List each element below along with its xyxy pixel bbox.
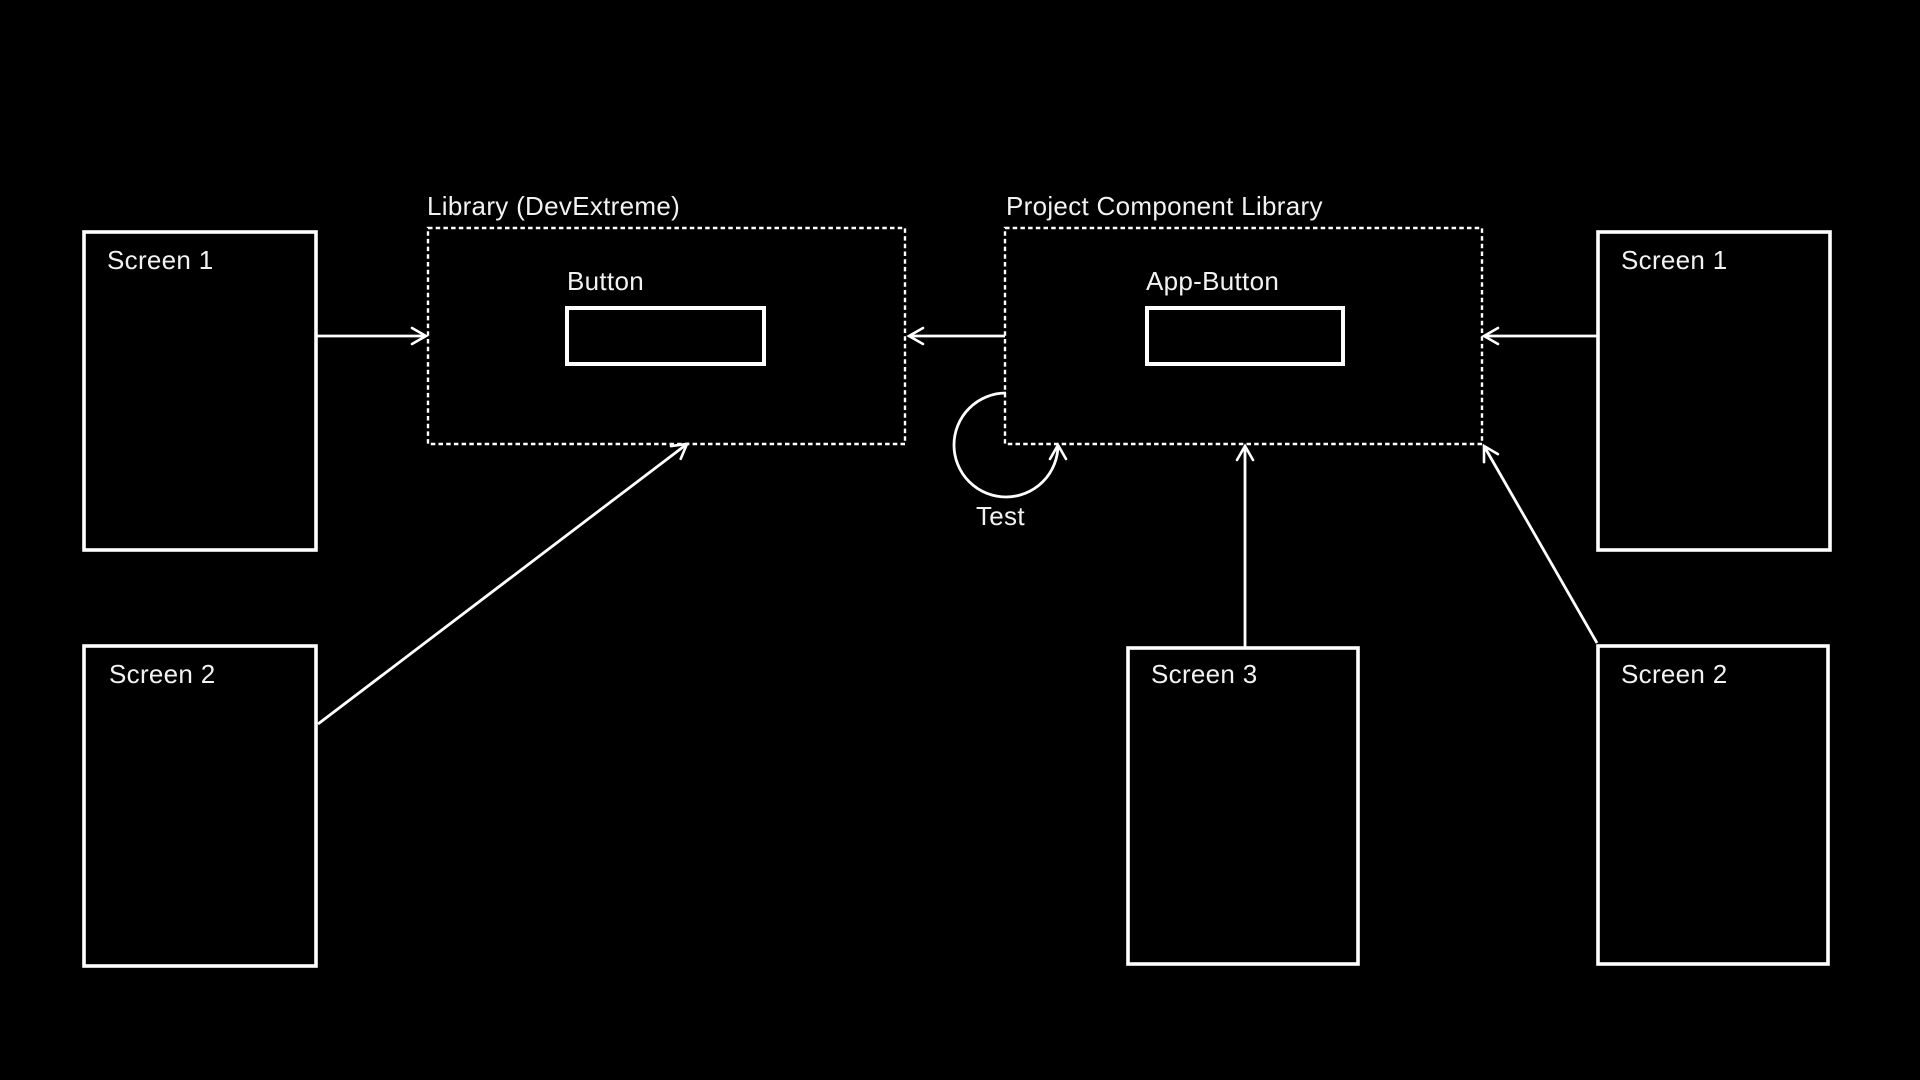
screen-3-box (1126, 646, 1360, 966)
test-loop-label: Test (976, 501, 1025, 531)
arrow-left-screen2-to-library (317, 442, 690, 726)
app-button-component-label: App-Button (1146, 266, 1280, 296)
button-component-rect (565, 306, 766, 366)
app-button-component-rect (1145, 306, 1345, 366)
left-screen-1-box (82, 230, 318, 552)
right-screen-1-label: Screen 1 (1621, 245, 1728, 275)
left-screen-1-label: Screen 1 (107, 245, 214, 275)
button-component-label: Button (567, 266, 644, 296)
right-screen-2-box (1596, 644, 1830, 966)
left-screen-2-label: Screen 2 (109, 659, 216, 689)
arrow-right-screen2-to-project (1482, 443, 1599, 644)
project-library-group-box (1003, 226, 1484, 446)
left-screen-2-box (82, 644, 318, 968)
right-screen-2-label: Screen 2 (1621, 659, 1728, 689)
devextreme-library-group-title: Library (DevExtreme) (427, 191, 681, 221)
devextreme-library-group-box (426, 226, 907, 446)
test-self-loop-arrow (952, 391, 1068, 499)
right-screen-1-box (1596, 230, 1832, 552)
project-library-group-title: Project Component Library (1006, 191, 1323, 221)
screen-3-label: Screen 3 (1151, 659, 1258, 689)
